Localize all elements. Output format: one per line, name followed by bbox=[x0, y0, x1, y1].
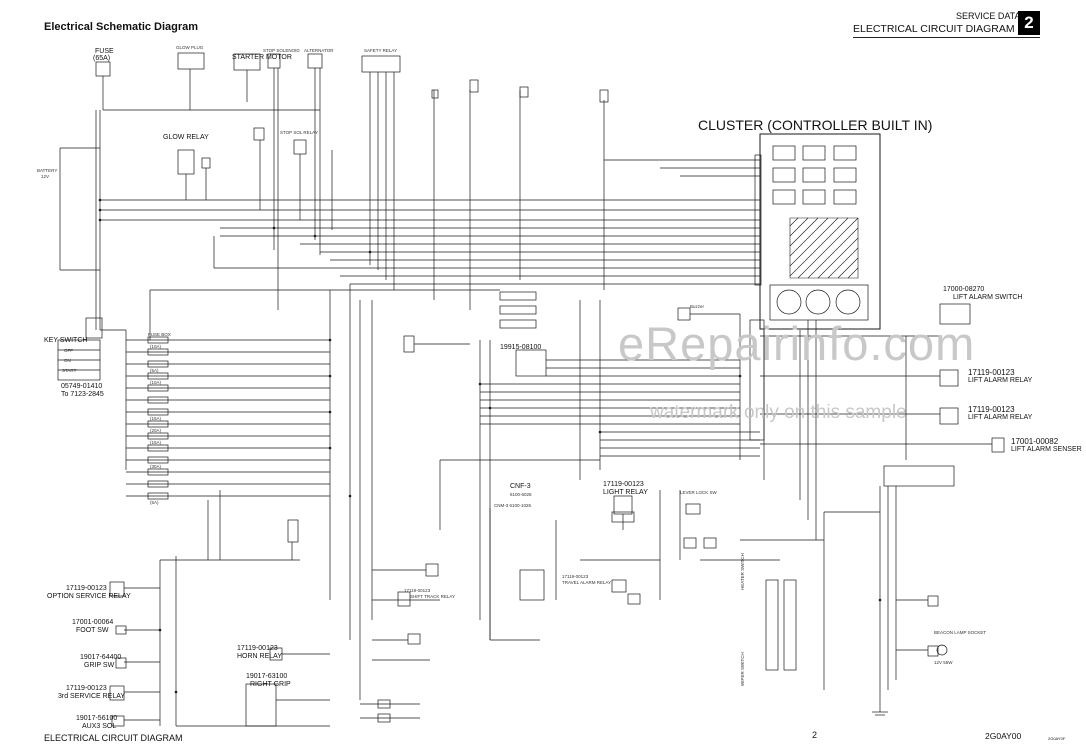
wiper-switch-label: WIPER SWITCH bbox=[740, 652, 745, 686]
option-relay-label: OPTION SERVICE RELAY bbox=[47, 593, 131, 600]
light-relay-code: 17119-00123 bbox=[603, 481, 644, 488]
lift-alarm-switch-code: 17000-08270 bbox=[943, 286, 985, 293]
third-relay-label: 3rd SERVICE RELAY bbox=[58, 693, 126, 700]
key-start: START bbox=[62, 368, 77, 373]
fuse-top-label: FUSE bbox=[95, 48, 114, 55]
aux3-code: 19017-56100 bbox=[76, 715, 118, 722]
lift-alarm-relay2-label: LIFT ALARM RELAY bbox=[968, 414, 1033, 421]
cluster-title: CLUSTER (CONTROLLER BUILT IN) bbox=[698, 117, 933, 133]
shift-relay-label: SHIFT TRACK RELAY bbox=[410, 594, 456, 599]
safety-relay-label: SAFETY RELAY bbox=[364, 48, 398, 53]
cnf-label: CNF-3 bbox=[510, 483, 531, 490]
lift-alarm-relay-code: 17119-00123 bbox=[968, 368, 1015, 377]
horn-relay-label: HORN RELAY bbox=[237, 653, 282, 660]
mini-code: 2G0AY0F bbox=[1048, 736, 1066, 741]
fuse-rating-7: (30A) bbox=[150, 464, 162, 469]
relay-19915-code: 19915-08100 bbox=[500, 344, 542, 351]
fuse-rating-5: (20A) bbox=[150, 428, 162, 433]
page-number: 2 bbox=[812, 730, 818, 740]
right-grip-code: 19017-63100 bbox=[246, 673, 288, 680]
foot-sw-code: 17001-00064 bbox=[72, 619, 114, 626]
alternator-label: ALTERNATOR bbox=[304, 48, 334, 53]
fuse-rating-6: (15A) bbox=[150, 440, 162, 445]
right-grip-label: RIGHT GRIP bbox=[250, 681, 291, 688]
option-relay-code: 17119-00123 bbox=[66, 585, 107, 592]
shift-relay-code: 17119-00123 bbox=[404, 588, 431, 593]
fuse-rating-1: (10A) bbox=[150, 344, 162, 349]
key-part-number: 05749-01410 bbox=[61, 383, 103, 390]
key-off: OFF bbox=[64, 348, 73, 353]
diagram-title: Electrical Schematic Diagram bbox=[44, 21, 199, 33]
key-switch-label: KEY SWITCH bbox=[44, 337, 88, 344]
lift-alarm-relay-label: LIFT ALARM RELAY bbox=[968, 377, 1033, 384]
travel-relay-code: 17119-00123 bbox=[562, 574, 589, 579]
travel-relay-label: TRAVEL ALARM RELAY bbox=[562, 580, 612, 585]
section-number-badge: 2 bbox=[1018, 11, 1040, 35]
starter-motor-label: STARTER MOTOR bbox=[232, 54, 292, 61]
beacon-lamp-label: BEACON LAMP SOCKET bbox=[934, 630, 987, 635]
header-rule bbox=[853, 37, 1040, 38]
circuit-diagram-heading: ELECTRICAL CIRCUIT DIAGRAM bbox=[853, 23, 1015, 35]
cnm-label: CNM-3 6100-1026 bbox=[494, 503, 532, 508]
aux3-label: AUX3 SOL bbox=[82, 723, 117, 730]
horn-relay-code: 17119-00123 bbox=[237, 645, 278, 652]
foot-sw-label: FOOT SW bbox=[76, 627, 109, 634]
lift-alarm-senser-label: LIFT ALARM SENSER bbox=[1011, 446, 1082, 453]
lift-alarm-switch-label: LIFT ALARM SWITCH bbox=[953, 294, 1023, 301]
fuse-rating-2: (5A) bbox=[150, 368, 159, 373]
lift-alarm-senser-code: 17001-00082 bbox=[1011, 437, 1059, 446]
heater-switch-label: HEATER SWITCH bbox=[740, 553, 745, 590]
fuse-rating-3: (10A) bbox=[150, 380, 162, 385]
battery-label: BATTERY bbox=[37, 168, 58, 173]
glow-plug-label: GLOW PLUG bbox=[176, 45, 204, 50]
fuse-box-label: FUSE BOX bbox=[148, 332, 171, 337]
fuse-top-rating: (65A) bbox=[93, 55, 111, 62]
light-relay-label: LIGHT RELAY bbox=[603, 489, 648, 496]
battery-voltage: 12V bbox=[41, 174, 50, 179]
lamp-rating: 12V 55W bbox=[934, 660, 953, 665]
lever-lock-sw-label: LEVER LOCK SW bbox=[680, 490, 717, 495]
key-part-number-2: To 7123-2845 bbox=[61, 391, 104, 398]
watermark-main: eRepairinfo.com bbox=[618, 317, 976, 370]
stop-sol-relay-label: STOP SOL RELAY bbox=[280, 130, 318, 135]
document-code: 2G0AY00 bbox=[985, 731, 1022, 741]
service-data-label: SERVICE DATA bbox=[956, 11, 1021, 21]
third-relay-code: 17119-00123 bbox=[66, 685, 107, 692]
stop-solenoid-label: STOP SOLENOID bbox=[263, 48, 300, 53]
grip-sw-code: 19017-64400 bbox=[80, 654, 122, 661]
fuse-rating-8: (5A) bbox=[150, 500, 159, 505]
buzzer-label: Buzzer bbox=[690, 304, 705, 309]
footer-title: ELECTRICAL CIRCUIT DIAGRAM bbox=[44, 733, 183, 743]
glow-relay-label: GLOW RELAY bbox=[163, 134, 209, 141]
fuse-rating-4: (15A) bbox=[150, 416, 162, 421]
key-on: ON bbox=[64, 358, 71, 363]
cnf-code: 6100-5026 bbox=[510, 492, 532, 497]
watermark-sub: watermark only on this sample bbox=[650, 402, 907, 423]
grip-sw-label: GRIP SW bbox=[84, 662, 115, 669]
lift-alarm-relay2-code: 17119-00123 bbox=[968, 405, 1015, 414]
